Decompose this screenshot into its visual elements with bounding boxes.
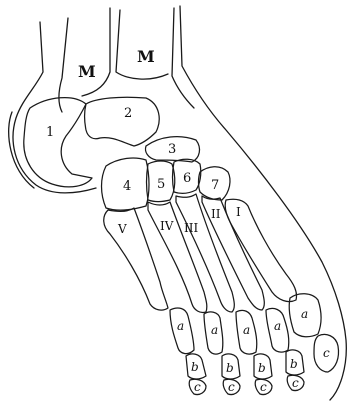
label-metatarsal-4: IV (160, 219, 174, 233)
label-phalanx-b-3: b (258, 361, 266, 375)
bone-labels: M M 1 2 3 4 5 6 7 V IV III II I a a a a … (46, 47, 330, 394)
label-phalanx-a-3: a (243, 323, 250, 337)
label-metatarsal-3: III (184, 221, 198, 235)
label-phalanx-a-1: a (177, 319, 184, 333)
leg-outline (9, 6, 347, 400)
label-phalanx-a-4: a (274, 319, 281, 333)
label-cuboid: 4 (123, 179, 131, 194)
label-phalanx-a-2: a (211, 323, 218, 337)
metatarsal-5-bone (104, 208, 168, 310)
label-cuneiform-medial: 7 (211, 178, 219, 193)
label-malleolus-left: M (78, 62, 96, 81)
label-phalanx-c-5: c (323, 346, 330, 360)
label-metatarsal-2: II (211, 207, 221, 221)
label-navicular: 3 (168, 142, 176, 157)
label-cuneiform-intermediate: 6 (183, 171, 191, 186)
label-phalanx-c-1: c (194, 380, 201, 394)
label-phalanx-b-2: b (226, 361, 234, 375)
label-calcaneus: 1 (46, 125, 54, 140)
label-cuneiform-lateral: 5 (157, 177, 165, 192)
metatarsal-bones (104, 194, 297, 313)
label-phalanx-c-4: c (292, 376, 299, 390)
label-metatarsal-5: V (117, 222, 127, 236)
label-phalanx-a-5: a (301, 307, 308, 321)
label-phalanx-c-2: c (228, 380, 235, 394)
label-metatarsal-1: I (236, 205, 241, 219)
label-phalanx-b-4: b (290, 357, 298, 371)
calcaneus-bone (24, 98, 92, 187)
label-malleolus-right: M (137, 47, 155, 66)
label-phalanx-c-3: c (260, 380, 267, 394)
metatarsal-4-bone (148, 202, 207, 313)
talus-bone (85, 97, 160, 146)
label-phalanx-b-1: b (191, 360, 199, 374)
label-talus: 2 (124, 106, 132, 121)
